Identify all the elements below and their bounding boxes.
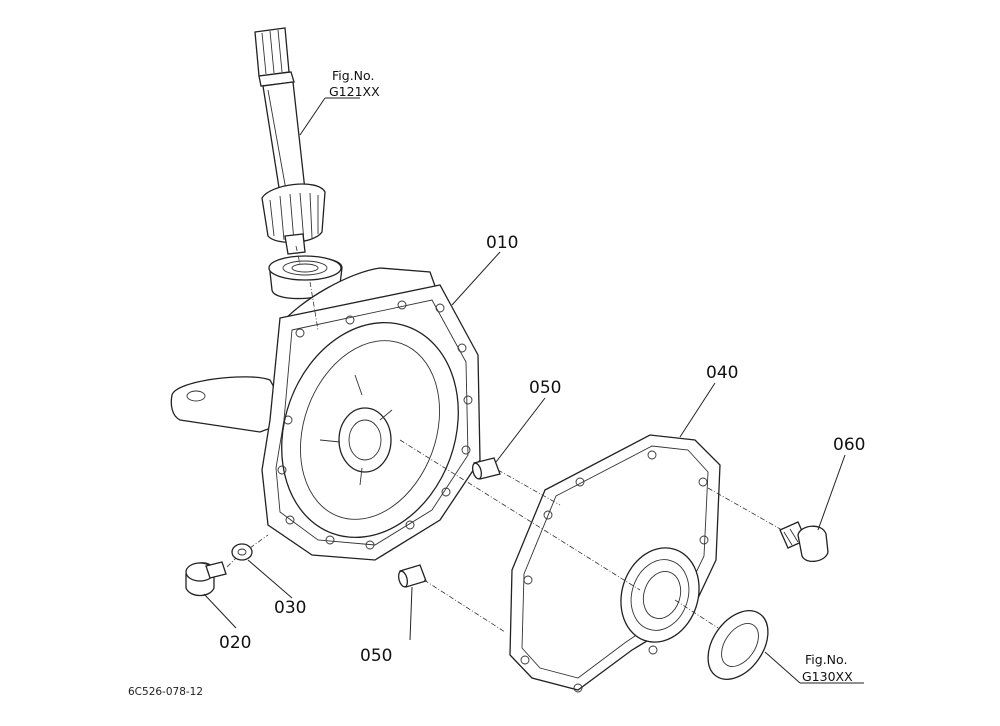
drain-plug <box>779 521 829 562</box>
oil-seal <box>707 610 769 680</box>
figure-ref-g121-line2: G121XX <box>329 84 380 99</box>
figure-ref-g130-line1: Fig.No. <box>805 652 847 667</box>
part-label-050-upper: 050 <box>529 378 561 398</box>
drawing-code: 6C526-078-12 <box>128 686 203 698</box>
bearing <box>268 255 343 300</box>
assembly-centerlines <box>226 245 783 633</box>
dowel-pin-upper <box>471 457 501 480</box>
part-label-030: 030 <box>274 598 306 618</box>
part-label-020: 020 <box>219 633 251 653</box>
dowel-pin-lower <box>397 564 427 588</box>
part-label-040: 040 <box>706 363 738 383</box>
part-label-060: 060 <box>833 435 865 455</box>
part-label-050-lower: 050 <box>360 646 392 666</box>
gear-housing <box>170 267 481 561</box>
pinion-shaft <box>254 27 326 255</box>
washer <box>231 543 253 561</box>
housing-cover <box>509 434 721 693</box>
figure-ref-g121-line1: Fig.No. <box>332 68 374 83</box>
figure-ref-g130-line2: G130XX <box>802 669 853 684</box>
part-label-010: 010 <box>486 233 518 253</box>
leader-lines <box>203 97 864 684</box>
drain-bolt <box>185 561 227 597</box>
